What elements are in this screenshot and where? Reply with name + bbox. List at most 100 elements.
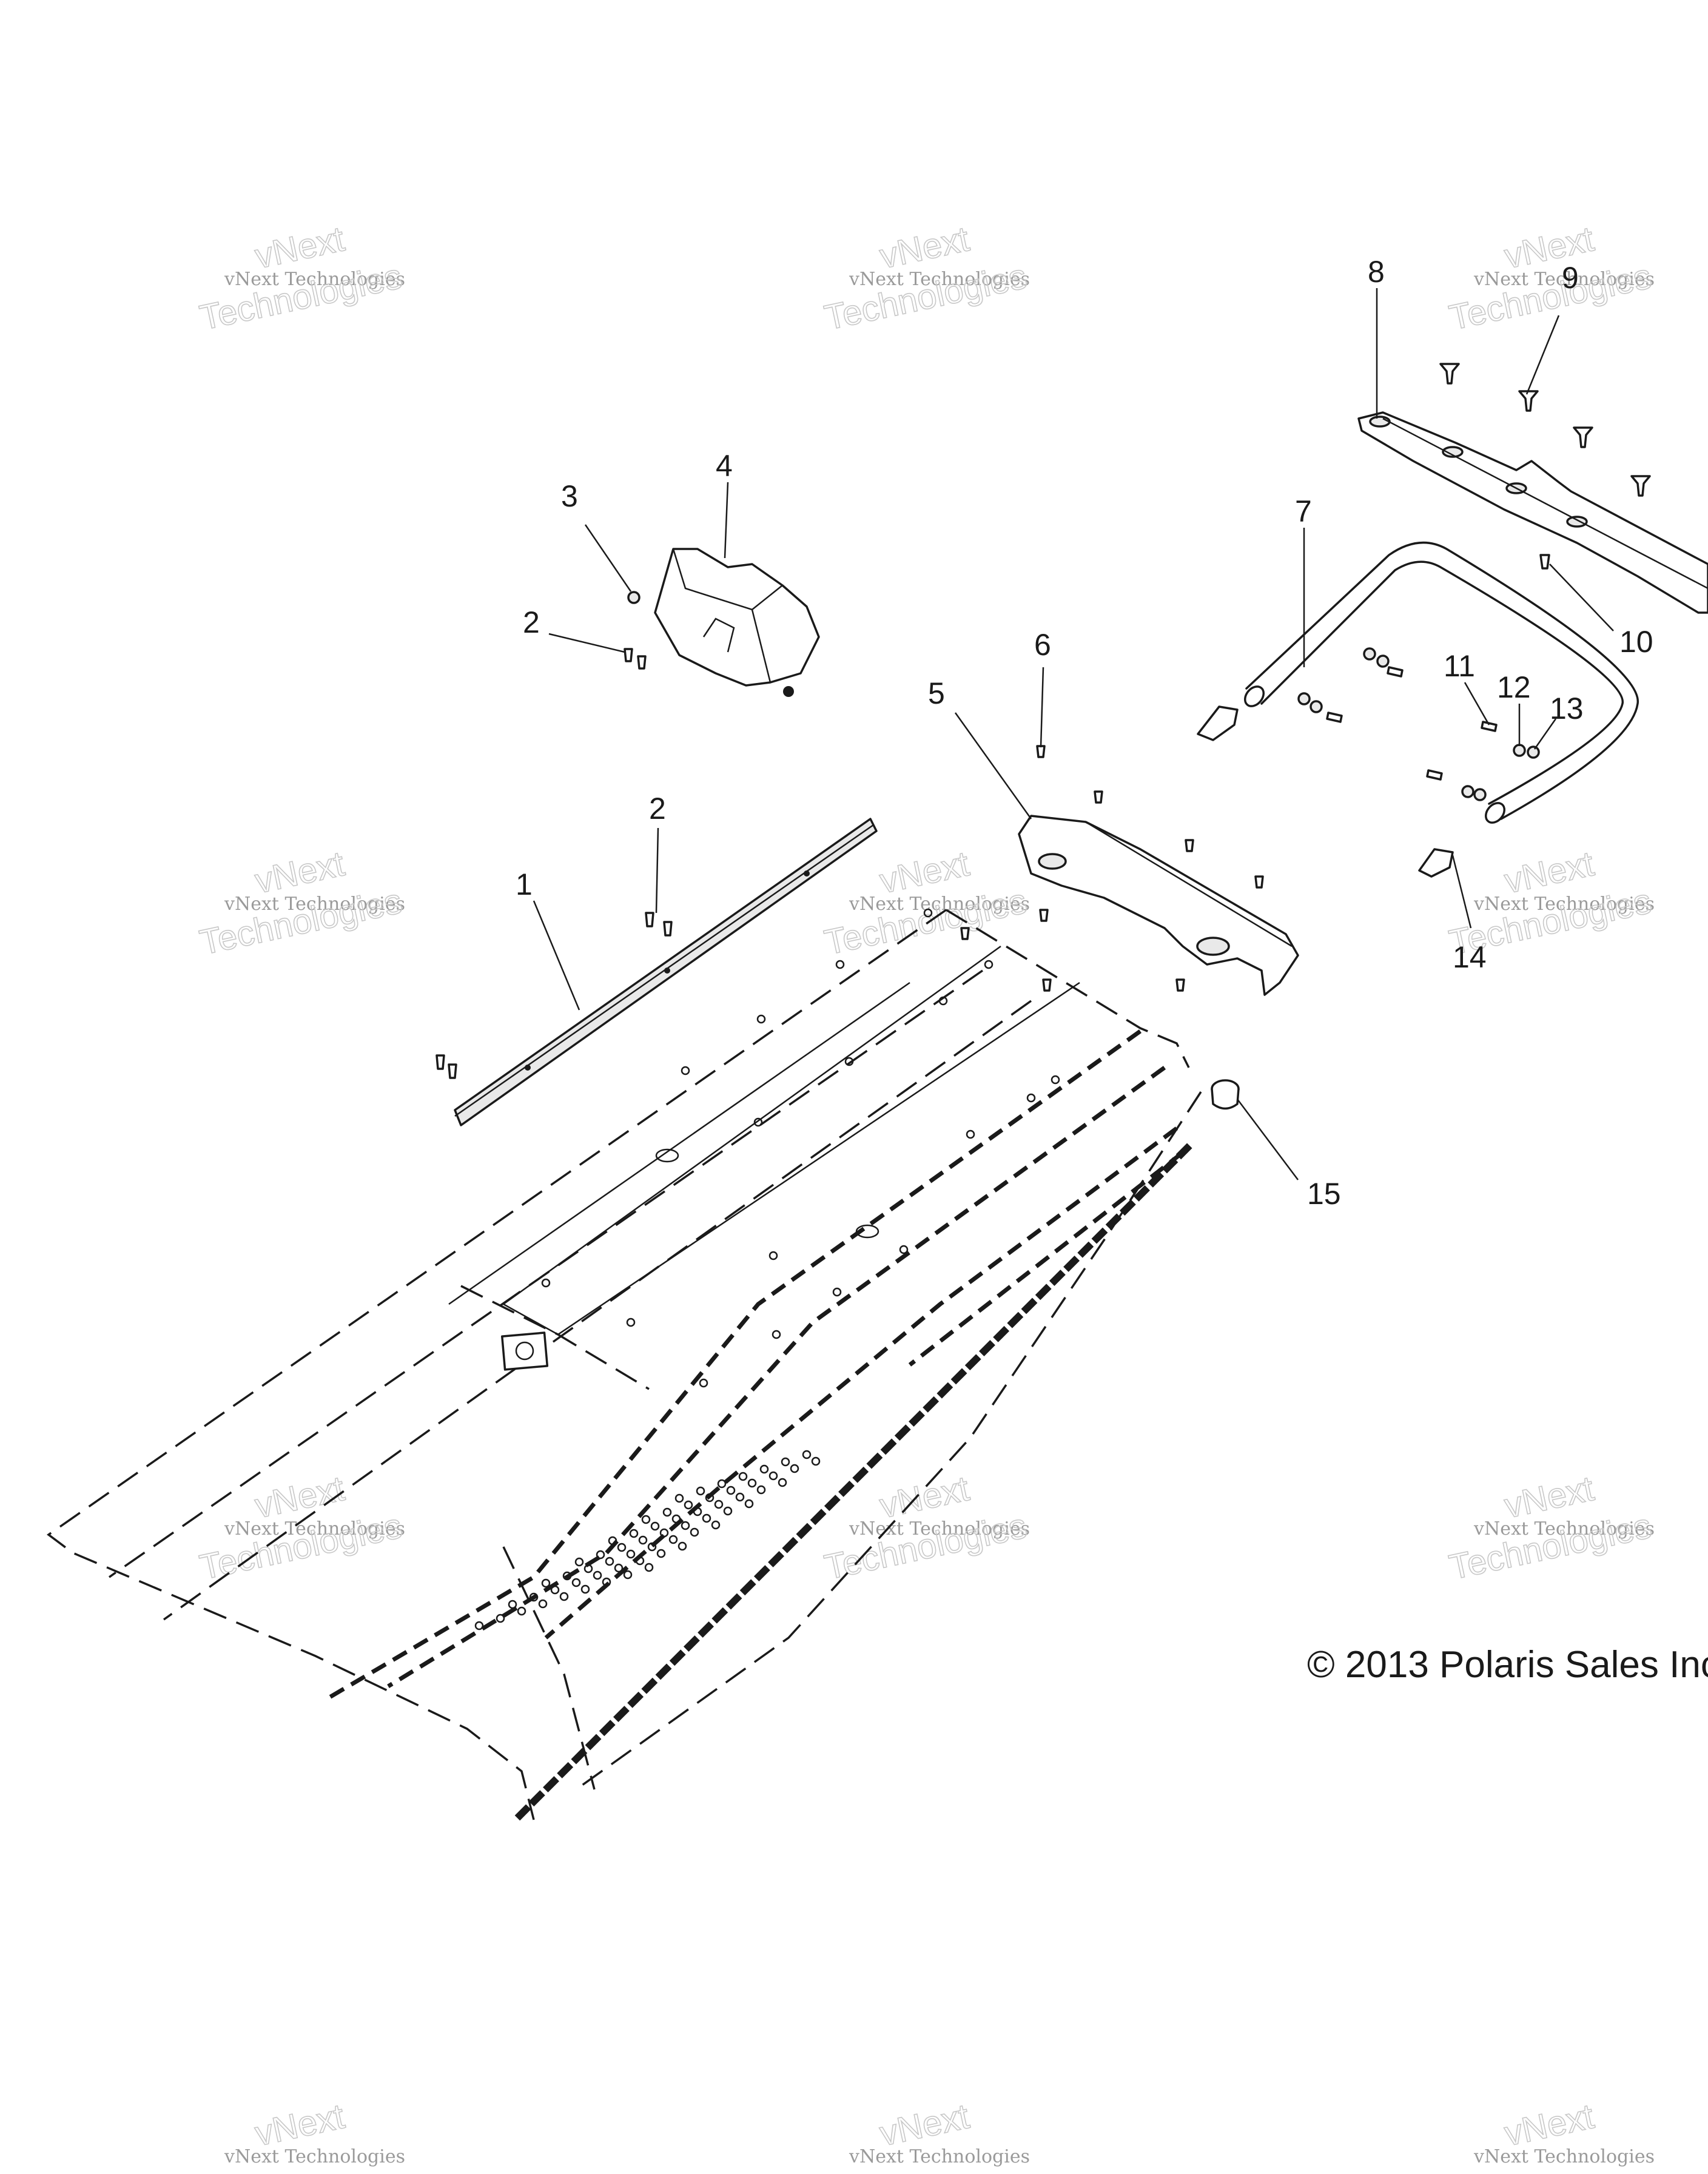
tunnel-hole <box>538 1599 548 1609</box>
track-tooth <box>909 1410 925 1427</box>
callouts: 1 2 2 3 4 5 6 7 8 9 10 11 12 13 14 15 <box>516 255 1653 1211</box>
track-tooth <box>543 1776 559 1792</box>
part-2-bolts-rail <box>435 912 673 1079</box>
tunnel-hole <box>508 1600 517 1609</box>
svg-text:vNext: vNext <box>1501 1469 1598 1526</box>
tunnel-hole <box>671 1514 681 1524</box>
tunnel-hole <box>781 1457 790 1467</box>
tunnel-hole <box>656 1549 666 1558</box>
tunnel-hole <box>681 1066 690 1075</box>
part-5-bracket <box>1018 815 1299 996</box>
track-tooth <box>1162 1157 1178 1174</box>
part-7-grab-bar <box>1243 541 1639 824</box>
tunnel-hole <box>541 1278 551 1288</box>
track-tooth <box>964 1354 981 1371</box>
part-10-screw <box>1539 554 1550 570</box>
track-tooth <box>810 1509 827 1526</box>
track-tooth <box>599 1720 616 1737</box>
tunnel-hole <box>635 1556 645 1566</box>
tunnel-hole <box>550 1585 560 1595</box>
tunnel-hole <box>562 1571 572 1581</box>
track-tooth <box>768 1550 785 1567</box>
tunnel-hole <box>756 1485 766 1495</box>
tunnel-hole <box>638 1535 648 1545</box>
tunnel-hole <box>608 1536 617 1546</box>
part-15-plug <box>1211 1079 1240 1110</box>
track-tooth <box>613 1706 630 1722</box>
track-tooth <box>1049 1270 1066 1287</box>
track-tooth <box>514 1804 531 1821</box>
tunnel-hole <box>705 1493 714 1503</box>
tunnel-hole <box>756 1014 766 1024</box>
tunnel-phantom <box>47 909 1202 1820</box>
track-tooth <box>1063 1255 1080 1272</box>
svg-text:vNext Technologies: vNext Technologies <box>849 2146 1030 2167</box>
svg-text:vNext Technologies: vNext Technologies <box>1473 2146 1655 2167</box>
tunnel-hole <box>641 1515 651 1524</box>
track-tooth <box>936 1382 953 1399</box>
watermarks: vNext vNext Technologies Technologies vN… <box>196 218 1655 2167</box>
svg-text:vNext Technologies: vNext Technologies <box>224 2146 405 2167</box>
watermark-9: vNext vNext Technologies Technologies <box>1445 1468 1655 1587</box>
callout-3: 3 <box>561 479 578 513</box>
track-tooth <box>880 1438 897 1455</box>
tunnel-hole <box>596 1550 605 1560</box>
track-tooth <box>824 1495 841 1512</box>
tunnel-hole <box>1026 1093 1036 1103</box>
tunnel-hole <box>778 1478 787 1487</box>
tunnel-hole <box>677 1541 687 1551</box>
tunnel-hole <box>617 1543 627 1552</box>
tunnel-hole <box>659 1528 669 1538</box>
callout-15: 15 <box>1307 1177 1341 1211</box>
callout-2-rail: 2 <box>649 792 666 826</box>
tunnel-hole <box>735 1492 745 1502</box>
part-2-screws-cover <box>624 648 647 670</box>
tunnel-hole <box>668 1535 678 1544</box>
track-tooth <box>894 1424 911 1441</box>
tunnel-hole <box>650 1521 660 1531</box>
part-6-screws <box>960 745 1264 992</box>
tunnel-hole <box>647 1542 657 1552</box>
part-1-rail <box>454 818 878 1126</box>
track-tooth <box>1105 1213 1122 1230</box>
track-tooth <box>571 1748 588 1765</box>
watermark-3: vNext vNext Technologies Technologies <box>1445 218 1655 338</box>
tunnel-hole <box>593 1570 602 1580</box>
tunnel-hole <box>626 1318 636 1327</box>
tunnel-hole <box>605 1556 614 1566</box>
svg-text:vNext: vNext <box>252 2096 348 2153</box>
tunnel-hole <box>923 908 933 918</box>
tunnel-hole <box>802 1450 812 1459</box>
tunnel-hole <box>614 1563 624 1573</box>
svg-text:vNext: vNext <box>876 1469 973 1526</box>
tunnel-hole <box>790 1464 799 1473</box>
svg-text:vNext Technologies: vNext Technologies <box>224 269 405 290</box>
track-tooth <box>852 1466 869 1483</box>
tunnel-hole <box>529 1592 539 1602</box>
tunnel-hole <box>693 1507 702 1516</box>
callout-14: 14 <box>1453 940 1487 974</box>
svg-text:vNext: vNext <box>1501 844 1598 901</box>
svg-text:vNext: vNext <box>252 844 348 901</box>
svg-text:vNext: vNext <box>1501 219 1598 276</box>
track-tooth <box>528 1790 545 1807</box>
svg-text:vNext: vNext <box>876 219 973 276</box>
tunnel-hole <box>747 1478 757 1488</box>
tunnel-hole <box>738 1472 748 1481</box>
track-tooth <box>782 1536 799 1553</box>
track-tooth <box>1175 1143 1192 1160</box>
tunnel-hole <box>580 1584 590 1594</box>
watermark-5: vNext vNext Technologies Technologies <box>821 843 1031 963</box>
track-tooth <box>1007 1311 1024 1328</box>
tunnel-hole <box>474 1621 484 1630</box>
watermark-4: vNext vNext Technologies Technologies <box>196 843 406 963</box>
callout-5: 5 <box>928 676 945 710</box>
track-tooth <box>923 1396 940 1413</box>
tunnel-hole <box>723 1506 733 1516</box>
tunnel-mount-plate <box>501 1331 549 1371</box>
tunnel-hole <box>674 1493 684 1503</box>
watermark-2: vNext vNext Technologies Technologies <box>821 218 1031 338</box>
tunnel-hole <box>768 1471 778 1481</box>
tunnel-hole <box>984 960 994 969</box>
